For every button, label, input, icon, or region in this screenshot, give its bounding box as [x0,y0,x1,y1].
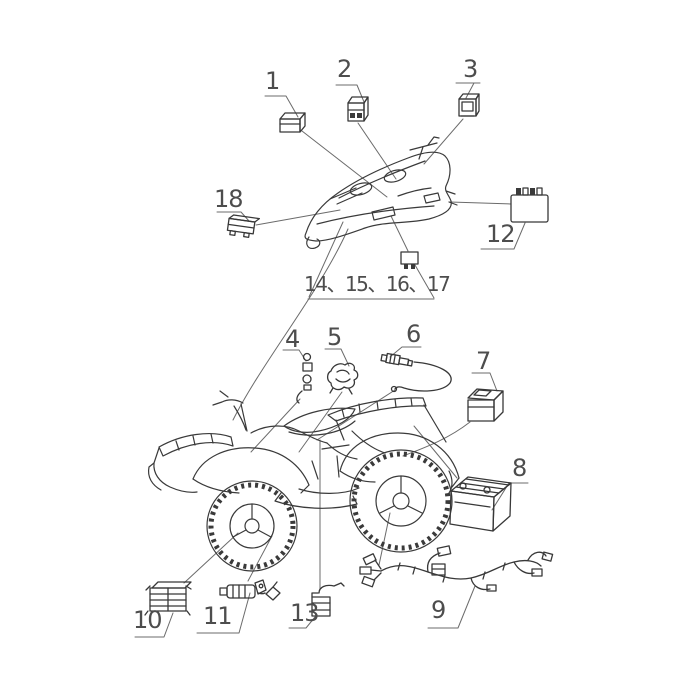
part-13-drawing [311,582,345,617]
part-9-harness-drawing [359,545,554,592]
part-14-17-relay-drawing [400,251,419,269]
callout-label-8: 8 [512,454,527,482]
callout-label-7: 7 [476,347,491,375]
part-2-drawing [347,96,369,122]
callout-label-6: 6 [406,320,421,348]
part-8-battery-drawing [449,476,512,532]
callout-label-1: 1 [265,67,280,95]
callout-label-12: 12 [486,220,516,248]
callout-label-5: 5 [327,323,342,351]
front-body-assembly-drawing [304,136,458,249]
part-12-drawing [510,187,549,223]
leader-lines [134,82,529,638]
part-6-spark-plug-drawing [380,352,452,393]
callout-label-9: 9 [431,596,446,624]
part-3-drawing [458,93,480,117]
atv-side-view-drawing [147,390,460,572]
part-11-coil-drawing [219,579,281,601]
callout-label-4: 4 [285,325,300,353]
callout-label-14-15-16-17: 14、15、16、17 [304,272,451,296]
part-5-drawing [326,362,359,395]
callout-label-18: 18 [214,185,244,213]
callout-label-11: 11 [203,602,233,630]
part-7-drawing [467,388,504,422]
callout-label-10: 10 [133,606,163,634]
part-18-drawing [226,214,261,238]
part-4-drawing [296,352,313,404]
part-1-drawing [279,112,306,133]
part-10-drawing [144,581,192,616]
callout-label-3: 3 [463,55,478,83]
callout-label-13: 13 [290,599,320,627]
callout-label-2: 2 [337,55,352,83]
